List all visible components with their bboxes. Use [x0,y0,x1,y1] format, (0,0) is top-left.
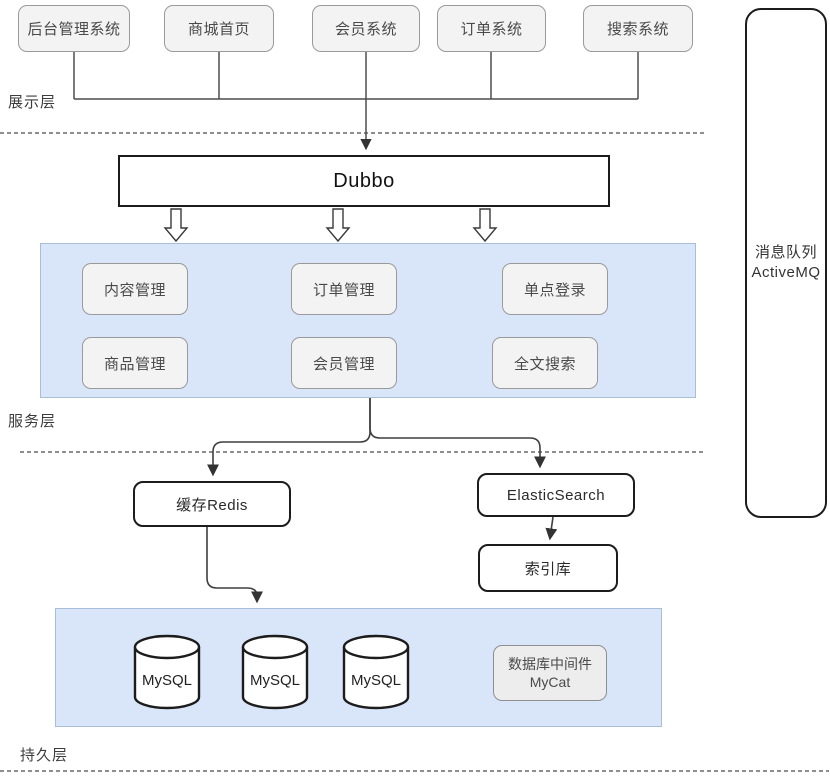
database-label: MySQL [350,672,401,689]
mycat-line1: 数据库中间件 [508,655,592,672]
database-cylinder-icon [133,634,201,710]
node-label: 缓存Redis [176,496,248,514]
node-label: 会员管理 [312,355,375,373]
mycat-line2: MyCat [529,674,571,690]
mq-line2: ActiveMQ [751,264,821,281]
node-single-sign-on: 单点登录 [502,263,608,315]
node-content-management: 内容管理 [82,263,188,315]
node-label: 内容管理 [103,281,166,299]
node-fulltext-search: 全文搜索 [492,337,598,389]
connector-service-to-redis [207,398,371,477]
node-redis-cache: 缓存Redis [133,481,291,527]
node-mall-homepage: 商城首页 [164,5,274,52]
mysql-database-2: MySQL [241,634,309,710]
node-label: 商品管理 [103,355,166,373]
connector-service-to-elasticsearch [369,398,546,469]
node-member-management: 会员管理 [291,337,397,389]
dubbo-hollow-arrows [163,208,498,243]
connector-redis-to-persistence [206,527,263,604]
label-persistence-layer: 持久层 [20,747,69,764]
label-presentation-layer: 展示层 [8,94,57,111]
node-order-system: 订单系统 [437,5,546,52]
hollow-arrow-icon [325,208,351,243]
node-backend-admin-system: 后台管理系统 [18,5,130,52]
hollow-arrow-icon [163,208,189,243]
dubbo-box: Dubbo [118,155,610,207]
node-elasticsearch: ElasticSearch [477,473,635,517]
node-label: ElasticSearch [506,486,606,504]
node-order-management: 订单管理 [291,263,397,315]
node-search-system: 搜索系统 [583,5,693,52]
node-mycat-middleware: 数据库中间件 MyCat [493,645,607,701]
database-label: MySQL [249,672,300,689]
node-label: 后台管理系统 [27,21,121,38]
mq-line1: 消息队列 [754,243,817,261]
mysql-database-1: MySQL [133,634,201,710]
database-label: MySQL [141,672,192,689]
dubbo-label: Dubbo [333,169,395,192]
node-member-system: 会员系统 [312,5,420,52]
database-cylinder-icon [241,634,309,710]
node-label: 搜索系统 [606,21,669,38]
connector-elasticsearch-to-index [545,516,558,541]
node-label: 商城首页 [187,21,250,38]
hollow-arrow-icon [472,208,498,243]
node-label: 索引库 [524,560,572,578]
node-label: 单点登录 [523,281,586,299]
node-label: 订单系统 [460,21,523,38]
node-label: 订单管理 [312,281,375,299]
presentation-bus-lines [73,52,639,151]
database-cylinder-icon [342,634,410,710]
label-service-layer: 服务层 [8,413,57,430]
mysql-database-3: MySQL [342,634,410,710]
node-index-store: 索引库 [478,544,618,592]
node-product-management: 商品管理 [82,337,188,389]
node-label: 全文搜索 [513,355,576,373]
node-activemq-queue: 消息队列 ActiveMQ [745,8,827,518]
node-label: 会员系统 [334,21,397,38]
